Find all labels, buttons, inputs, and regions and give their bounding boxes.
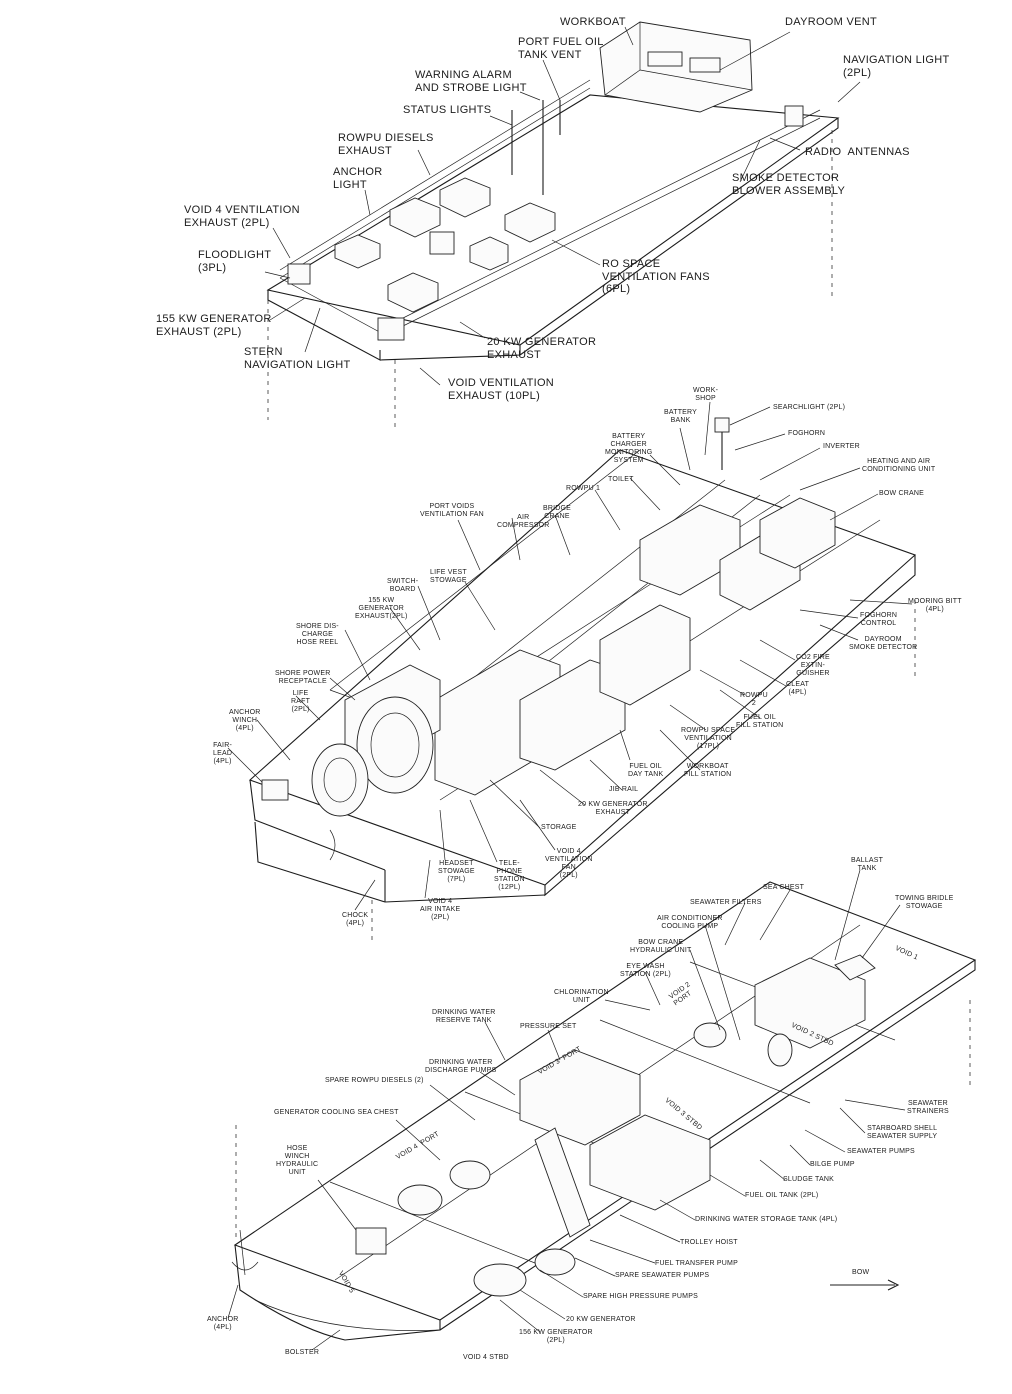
label-generator-cooling-sea-chest: GENERATOR COOLING SEA CHEST [274, 1109, 399, 1116]
middle-cutaway-view [227, 401, 917, 940]
label-spare-rowpu-diesels: SPARE ROWPU DIESELS (2) [325, 1077, 424, 1084]
label-20kw-generator-exhaust-top: 20 KW GENERATOR EXHAUST [487, 336, 597, 361]
label-bolster: BOLSTER [285, 1349, 320, 1356]
label-starboard-shell-seawater-supply: STARBOARD SHELL SEAWATER SUPPLY [867, 1125, 938, 1141]
label-battery-charger-monitoring: BATTERY CHARGER MONITORING SYSTEM [605, 433, 653, 465]
label-air-conditioner-cooling-pump: AIR CONDITIONER COOLING PUMP [657, 915, 723, 931]
label-bridge-crane: BRIDGE CRANE [543, 505, 572, 521]
label-toilet: TOILET [608, 476, 634, 483]
label-anchor-light: ANCHOR LIGHT [333, 166, 383, 191]
label-seawater-strainers: SEAWATER STRAINERS [907, 1100, 949, 1116]
label-drinking-water-reserve-tank: DRINKING WATER RESERVE TANK [432, 1009, 496, 1025]
label-inverter: INVERTER [823, 443, 860, 450]
label-156kw-generator: 156 KW GENERATOR (2PL) [519, 1329, 593, 1345]
label-seawater-filters: SEAWATER FILTERS [690, 899, 762, 906]
label-void4-stbd: VOID 4 STBD [463, 1354, 509, 1361]
label-shore-power-receptacle: SHORE POWER RECEPTACLE [275, 670, 331, 686]
label-switchboard: SWITCH- BOARD [387, 578, 419, 594]
label-bow-crane: BOW CRANE [879, 490, 924, 497]
label-warning-alarm-strobe-light: WARNING ALARM AND STROBE LIGHT [415, 69, 527, 94]
label-void4-air-intake: VOID 4 AIR INTAKE (2PL) [420, 898, 461, 922]
label-headset-stowage: HEADSET STOWAGE (7PL) [438, 860, 475, 884]
label-cleat: CLEAT (4PL) [786, 681, 810, 697]
label-drinking-water-storage-tank: DRINKING WATER STORAGE TANK (4PL) [695, 1216, 838, 1223]
label-fuel-oil-fill-station: FUEL OIL FILL STATION [736, 714, 784, 730]
label-anchor-winch: ANCHOR WINCH (4PL) [229, 709, 261, 733]
label-pressure-set: PRESSURE SET [520, 1023, 577, 1030]
label-void4-ventilation-exhaust: VOID 4 VENTILATION EXHAUST (2PL) [184, 204, 300, 229]
label-trolley-hoist: TROLLEY HOIST [680, 1239, 738, 1246]
label-status-lights: STATUS LIGHTS [403, 104, 492, 116]
label-port-fuel-oil-tank-vent: PORT FUEL OIL TANK VENT [518, 36, 604, 61]
label-sea-chest: SEA CHEST [763, 884, 805, 891]
label-spare-seawater-pumps: SPARE SEAWATER PUMPS [615, 1272, 710, 1279]
label-towing-bridle-stowage: TOWING BRIDLE STOWAGE [895, 895, 954, 911]
label-bow: BOW [852, 1269, 870, 1276]
label-floodlight: FLOODLIGHT (3PL) [198, 249, 272, 274]
label-fuel-transfer-pump: FUEL TRANSFER PUMP [655, 1260, 738, 1267]
label-stern-navigation-light: STERN NAVIGATION LIGHT [244, 346, 351, 371]
label-bow-crane-hydraulic-unit: BOW CRANE HYDRAULIC UNIT [630, 939, 692, 955]
label-foghorn-control: FOGHORN CONTROL [860, 612, 898, 628]
label-chlorination-unit: CHLORINATION UNIT [554, 989, 609, 1005]
label-co2-fire-extinguisher: CO2 FIRE EXTIN- GUISHER [796, 654, 830, 678]
label-life-vest-stowage: LIFE VEST STOWAGE [430, 569, 467, 585]
label-anchor: ANCHOR (4PL) [207, 1316, 239, 1332]
label-drinking-water-discharge-pumps: DRINKING WATER DISCHARGE PUMPS [425, 1059, 497, 1075]
label-storage: STORAGE [541, 824, 577, 831]
label-155kw-generator-exhaust: 155 KW GENERATOR EXHAUST (2PL) [156, 313, 272, 338]
label-20kw-generator: 20 KW GENERATOR [566, 1316, 636, 1323]
label-workboat: WORKBOAT [560, 16, 626, 28]
label-rowpu-1: ROWPU 1 [566, 485, 601, 492]
label-dayroom-smoke-detector: DAYROOM SMOKE DETECTOR [849, 636, 918, 652]
label-workboat-fill-station: WORKBOAT FILL STATION [684, 763, 732, 779]
label-hose-winch-hydraulic-unit: HOSE WINCH HYDRAULIC UNIT [276, 1145, 319, 1177]
label-rowpu-space-ventilation: ROWPU SPACE VENTILATION (17PL) [681, 727, 736, 751]
label-jib-rail: JIB RAIL [609, 786, 639, 793]
label-20kw-generator-exhaust-mid: 20 KW GENERATOR EXHAUST [578, 801, 648, 817]
label-155kw-generator-exhaust-mid: 155 KW GENERATOR EXHAUST(2PL) [355, 597, 408, 621]
label-foghorn: FOGHORN [788, 430, 826, 437]
label-chock: CHOCK (4PL) [342, 912, 369, 928]
label-sludge-tank: SLUDGE TANK [783, 1176, 834, 1183]
label-ro-space-ventilation-fans: RO SPACE VENTILATION FANS (6PL) [602, 258, 710, 296]
label-searchlight: SEARCHLIGHT (2PL) [773, 404, 846, 411]
label-void4-ventilation-fan: VOID 4 VENTILATION FAN (2PL) [545, 848, 593, 880]
label-fairlead: FAIR- LEAD (4PL) [213, 742, 233, 766]
label-radio-antennas: RADIO ANTENNAS [805, 146, 910, 158]
top-deck-view [264, 21, 861, 430]
label-telephone-station: TELE- PHONE STATION (12PL) [494, 860, 525, 892]
label-mooring-bitt: MOORING BITT (4PL) [908, 598, 962, 614]
label-fuel-oil-day-tank: FUEL OIL DAY TANK [628, 763, 664, 779]
label-air-compressor: AIR COMPRESSOR [497, 514, 550, 530]
label-heating-air-conditioning: HEATING AND AIR CONDITIONING UNIT [862, 458, 936, 474]
label-port-voids-ventilation-fan: PORT VOIDS VENTILATION FAN [420, 503, 484, 519]
label-rowpu-2: ROWPU 2 [740, 692, 768, 708]
label-rowpu-diesels-exhaust: ROWPU DIESELS EXHAUST [338, 132, 434, 157]
label-fuel-oil-tank: FUEL OIL TANK (2PL) [745, 1192, 819, 1199]
label-dayroom-vent: DAYROOM VENT [785, 16, 878, 28]
label-shore-discharge-hose-reel: SHORE DIS- CHARGE HOSE REEL [296, 623, 339, 647]
label-void-ventilation-exhaust: VOID VENTILATION EXHAUST (10PL) [448, 377, 555, 402]
label-ballast-tank: BALLAST TANK [851, 857, 884, 873]
label-workshop: WORK- SHOP [693, 387, 719, 403]
label-smoke-detector-blower: SMOKE DETECTOR BLOWER ASSEMBLY [732, 172, 846, 197]
label-bilge-pump: BILGE PUMP [810, 1161, 855, 1168]
bottom-void-view [227, 869, 977, 1351]
label-battery-bank: BATTERY BANK [664, 409, 698, 425]
label-eye-wash-station: EYE WASH STATION (2PL) [620, 963, 671, 979]
label-spare-high-pressure-pumps: SPARE HIGH PRESSURE PUMPS [583, 1293, 698, 1300]
label-life-raft: LIFE RAFT (2PL) [291, 690, 311, 714]
label-navigation-light: NAVIGATION LIGHT (2PL) [843, 54, 950, 79]
label-seawater-pumps: SEAWATER PUMPS [847, 1148, 915, 1155]
